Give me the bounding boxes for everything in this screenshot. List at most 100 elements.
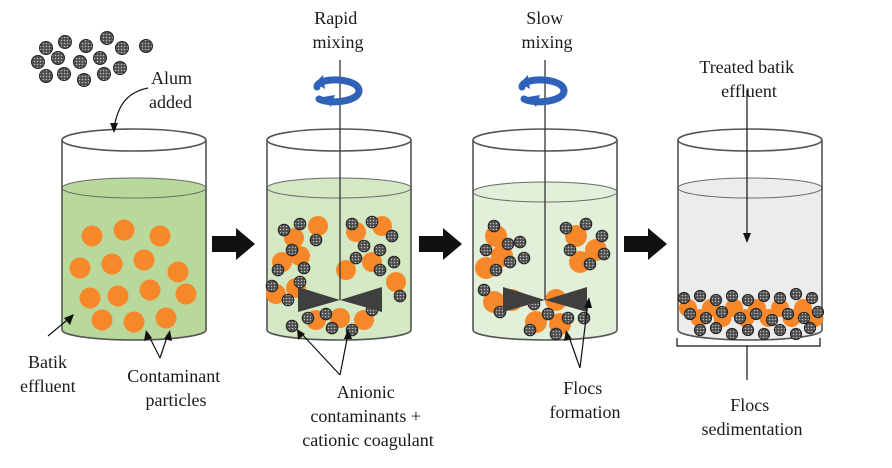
- stirrer-paddle-icon: [545, 287, 587, 312]
- coagulant-particle: [265, 279, 279, 293]
- contaminant-particles-label: Contaminant particles: [127, 366, 225, 410]
- contaminant-particle: [133, 249, 155, 271]
- coagulant-particle: [319, 307, 333, 321]
- coagulant-particle: [577, 311, 591, 325]
- coagulant-particle: [773, 291, 787, 305]
- alum-particles: [31, 31, 153, 87]
- contaminant-particle: [139, 279, 161, 301]
- stirrer-paddle-icon: [503, 287, 545, 312]
- coagulant-particle: [805, 291, 819, 305]
- coagulant-particle: [113, 61, 127, 75]
- coagulant-particle: [677, 291, 691, 305]
- coagulant-particle: [563, 243, 577, 257]
- coagulant-particle: [301, 311, 315, 325]
- contaminant-particle: [155, 307, 177, 329]
- coagulant-particle: [325, 321, 339, 335]
- coagulant-particle: [387, 255, 401, 269]
- coagulant-particle: [513, 235, 527, 249]
- beaker-rapid-mixing: [265, 128, 412, 341]
- coagulant-particle: [487, 219, 501, 233]
- contaminant-particle: [107, 285, 129, 307]
- coagulant-particle: [39, 69, 53, 83]
- pointer-arrowheads: [64, 123, 751, 341]
- coagulant-particle: [501, 237, 515, 251]
- coagulant-particle: [503, 255, 517, 269]
- coagulant-particle: [583, 257, 597, 271]
- coagulant-particle: [523, 323, 537, 337]
- rotation-arrow-icon: [313, 75, 363, 107]
- beaker-base: [677, 329, 823, 341]
- anionic-cationic-label: Anionic contaminants + cationic coagulan…: [302, 382, 433, 450]
- coagulant-particle: [699, 311, 713, 325]
- coagulant-particle: [811, 305, 825, 319]
- coagulant-particle: [541, 307, 555, 321]
- beaker-treated-effluent: [677, 128, 825, 341]
- coagulant-particle: [385, 229, 399, 243]
- coagulant-particle: [757, 327, 771, 341]
- coagulant-particle: [773, 323, 787, 337]
- flocs-formation-label: Flocs formation: [550, 378, 621, 422]
- contaminant-particle: [167, 261, 189, 283]
- coagulant-particle: [293, 217, 307, 231]
- rotation-arrow-icon: [518, 75, 568, 107]
- coagulant-particle: [803, 321, 817, 335]
- coagulant-particle: [741, 323, 755, 337]
- coagulant-particle: [789, 327, 803, 341]
- beaker-rim: [61, 128, 207, 152]
- liquid-surface: [61, 177, 207, 199]
- coagulant-particle: [93, 51, 107, 65]
- coagulant-particle: [345, 217, 359, 231]
- coagulant-particle: [549, 327, 563, 341]
- coagulant-particle: [277, 223, 291, 237]
- coagulant-particle: [57, 67, 71, 81]
- flocs-sedimentation-label: Flocs sedimentation: [702, 395, 803, 439]
- contaminant-particle: [81, 225, 103, 247]
- right-arrow-icon: [419, 228, 462, 260]
- coagulant-particle: [595, 229, 609, 243]
- coagulant-particle: [293, 275, 307, 289]
- contaminant-particle: [91, 309, 113, 331]
- coagulant-particle: [373, 263, 387, 277]
- coagulant-particle: [115, 41, 129, 55]
- treated-effluent-label: Treated batik effluent: [699, 57, 798, 101]
- coagulant-particle: [100, 31, 114, 45]
- coagulant-particle: [357, 239, 371, 253]
- contaminant-particle: [336, 260, 356, 280]
- coagulant-particle: [285, 319, 299, 333]
- contaminant-particle: [123, 311, 145, 333]
- coagulant-particle: [693, 289, 707, 303]
- coagulant-particle: [683, 307, 697, 321]
- coagulant-particle: [765, 313, 779, 327]
- beaker-base: [472, 329, 618, 341]
- contaminant-particle: [69, 257, 91, 279]
- coagulant-particle: [517, 251, 531, 265]
- coagulant-particle: [309, 233, 323, 247]
- right-arrow-icon: [624, 228, 667, 260]
- coagulant-particle: [349, 251, 363, 265]
- beaker-base: [61, 329, 207, 341]
- coagulant-particle: [479, 243, 493, 257]
- coagulant-particle: [477, 283, 491, 297]
- stirrer-paddle-icon: [298, 287, 340, 312]
- coagulant-particle: [559, 221, 573, 235]
- coagulant-particle: [725, 327, 739, 341]
- contaminant-particle: [149, 225, 171, 247]
- coagulant-particle: [757, 289, 771, 303]
- right-arrow-icon: [212, 228, 255, 260]
- coagulant-particle: [749, 307, 763, 321]
- coagulant-particle: [733, 311, 747, 325]
- coagulant-particle: [39, 41, 53, 55]
- coagulant-particle: [51, 51, 65, 65]
- coagulant-particle: [693, 323, 707, 337]
- contaminant-particle: [101, 253, 123, 275]
- batik-effluent-label: Batik effluent: [20, 352, 76, 396]
- coagulant-particle: [271, 263, 285, 277]
- coagulant-particle: [579, 217, 593, 231]
- coagulant-particle: [73, 55, 87, 69]
- coagulant-particle: [373, 243, 387, 257]
- coagulant-particle: [709, 321, 723, 335]
- alum-added-label: Alum added: [149, 68, 197, 112]
- coagulant-particle: [789, 287, 803, 301]
- coagulant-particle: [561, 311, 575, 325]
